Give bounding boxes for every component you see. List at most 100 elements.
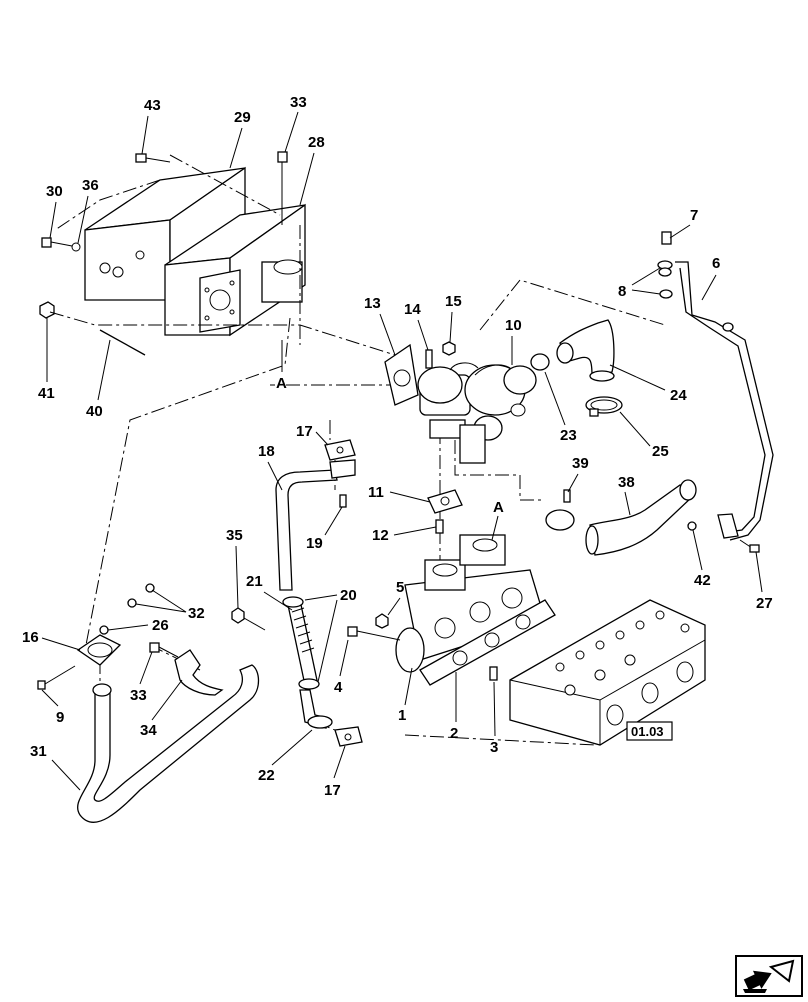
bolt-30 xyxy=(41,237,81,252)
callout-34: 34 xyxy=(140,722,157,739)
callout-27: 27 xyxy=(756,595,773,612)
callout-31: 31 xyxy=(30,743,47,760)
callout-18: 18 xyxy=(258,443,275,460)
callout-23: 23 xyxy=(560,427,577,444)
callout-36: 36 xyxy=(82,177,99,194)
stud-3 xyxy=(489,666,498,681)
callout-17-lower: 17 xyxy=(324,782,341,799)
clamp-39 xyxy=(545,489,575,531)
section-mark-a-right: A xyxy=(493,499,504,516)
bolt-7 xyxy=(661,231,672,245)
oil-return-tube-22 xyxy=(299,689,333,729)
callout-24: 24 xyxy=(670,387,687,404)
callout-33-upper: 33 xyxy=(290,94,307,111)
intake-hose-31 xyxy=(77,664,260,823)
nut-15 xyxy=(442,341,456,356)
washer-8 xyxy=(657,260,673,299)
next-page-arrow-icon xyxy=(735,955,803,997)
gasket-11 xyxy=(427,489,463,514)
callout-1: 1 xyxy=(398,707,406,724)
turbocharger-10 xyxy=(417,362,537,464)
callout-10: 10 xyxy=(505,317,522,334)
nut-26 xyxy=(99,625,109,635)
bolt-27 xyxy=(749,544,760,553)
callout-16: 16 xyxy=(22,629,39,646)
stud-14 xyxy=(425,349,433,369)
callout-42: 42 xyxy=(694,572,711,589)
clamp-23 xyxy=(530,353,550,371)
callout-40: 40 xyxy=(86,403,103,420)
callout-11: 11 xyxy=(368,484,384,501)
callout-12: 12 xyxy=(372,527,389,544)
air-cleaner-housing xyxy=(164,203,306,337)
nut-41 xyxy=(39,301,55,319)
stud-12 xyxy=(435,519,444,534)
callout-3: 3 xyxy=(490,739,498,756)
bolt-33-top xyxy=(277,151,288,225)
oil-line-6 xyxy=(675,261,774,541)
cylinder-head xyxy=(509,599,706,746)
callout-4: 4 xyxy=(334,679,343,696)
callout-30: 30 xyxy=(46,183,63,200)
hose-38 xyxy=(585,479,697,556)
stud-40 xyxy=(99,329,146,356)
hose-21 xyxy=(287,599,319,691)
bolt-9 xyxy=(37,665,76,690)
callout-19: 19 xyxy=(306,535,323,552)
bracket-34 xyxy=(174,649,224,696)
callout-14: 14 xyxy=(404,301,421,318)
clamp-25 xyxy=(585,396,623,417)
callout-13: 13 xyxy=(364,295,381,312)
bolt-35 xyxy=(231,607,266,631)
bolt-33-lower xyxy=(149,642,179,658)
leader-line xyxy=(49,311,396,356)
callout-6: 6 xyxy=(712,255,720,272)
bolt-4 xyxy=(347,626,401,641)
callout-43: 43 xyxy=(144,97,161,114)
oil-return-tube-18 xyxy=(275,459,356,591)
callout-22: 22 xyxy=(258,767,275,784)
flange-16 xyxy=(76,634,122,666)
next-page-arrow-button[interactable] xyxy=(735,955,803,997)
washer-42 xyxy=(687,521,697,531)
leader-line xyxy=(404,734,596,746)
callout-9: 9 xyxy=(56,709,64,726)
exhaust-manifold-1 xyxy=(395,534,546,673)
callout-2: 2 xyxy=(450,725,458,742)
turbo-gasket-13 xyxy=(384,343,419,406)
callout-5: 5 xyxy=(396,579,404,596)
leader-line xyxy=(169,154,281,216)
clamp-20 xyxy=(282,596,320,690)
section-mark-a-left: A xyxy=(276,375,287,392)
callout-26: 26 xyxy=(152,617,169,634)
callout-21: 21 xyxy=(246,573,263,590)
callout-33-lower: 33 xyxy=(130,687,147,704)
reference-box[interactable]: 01.03 xyxy=(626,721,673,741)
gasket-2 xyxy=(419,599,556,686)
callout-39: 39 xyxy=(572,455,589,472)
callout-29: 29 xyxy=(234,109,251,126)
callout-7: 7 xyxy=(690,207,698,224)
leader-line xyxy=(84,317,291,651)
bolt-19 xyxy=(339,494,347,508)
callout-20: 20 xyxy=(340,587,357,604)
bolt-43 xyxy=(135,153,171,163)
callout-38: 38 xyxy=(618,474,635,491)
callout-28: 28 xyxy=(308,134,325,151)
elbow-hose-24 xyxy=(556,319,615,382)
callout-32: 32 xyxy=(188,605,205,622)
callout-labels: 1 2 3 4 5 6 7 8 9 10 11 12 13 14 15 16 xyxy=(22,94,773,799)
leader-line xyxy=(454,440,545,501)
nut-5 xyxy=(375,613,389,629)
callout-8: 8 xyxy=(618,283,626,300)
callout-25: 25 xyxy=(652,443,669,460)
gasket-17-upper xyxy=(324,439,356,461)
nut-32 xyxy=(127,583,155,608)
callout-35: 35 xyxy=(226,527,243,544)
gasket-17-lower xyxy=(334,726,363,747)
callout-15: 15 xyxy=(445,293,462,310)
leader-line xyxy=(54,179,161,231)
callout-17-upper: 17 xyxy=(296,423,313,440)
reference-box-label: 01.03 xyxy=(631,724,664,739)
